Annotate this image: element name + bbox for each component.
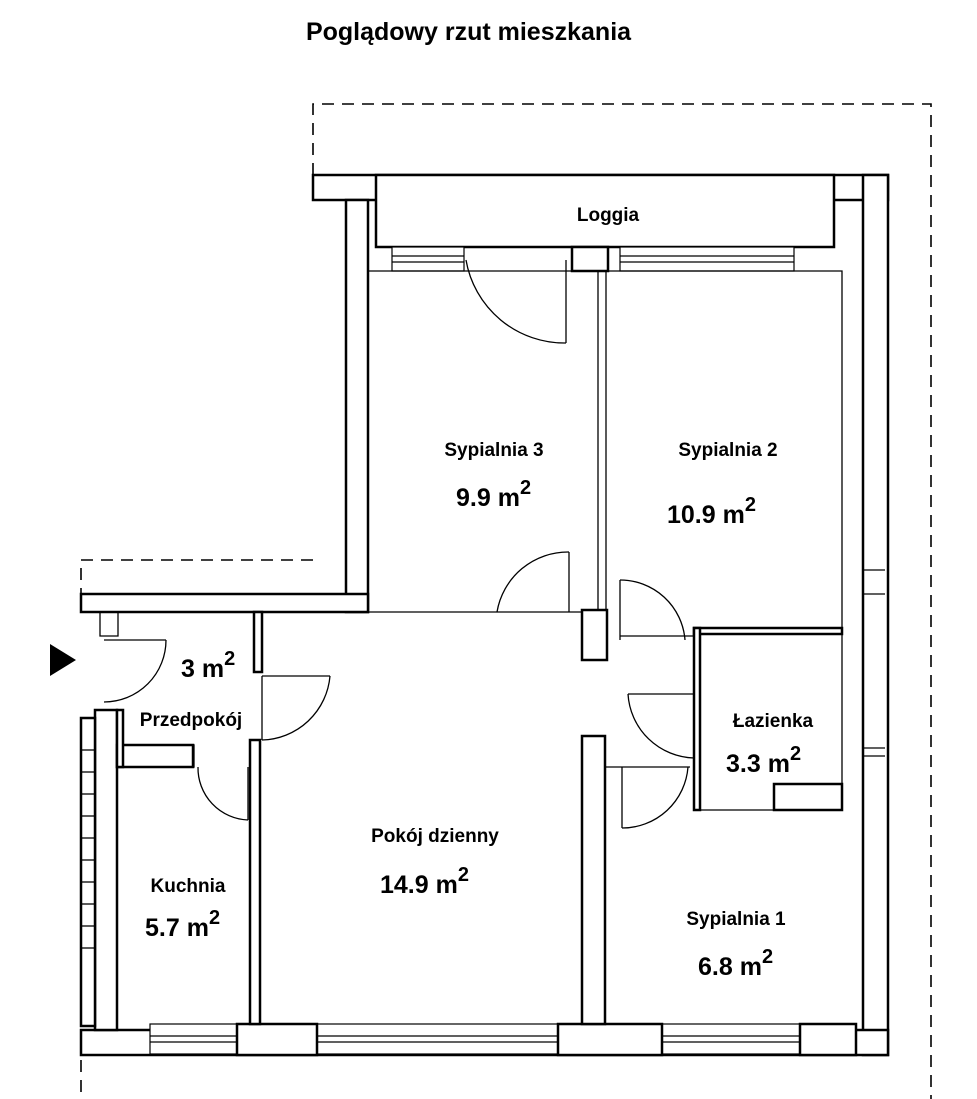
plan-title: Poglądowy rzut mieszkania bbox=[305, 18, 632, 46]
area-unit: m bbox=[768, 750, 790, 778]
dashed-boundary bbox=[80, 103, 932, 1099]
room-area-pokoj-dzienny: 14.9 m2 bbox=[380, 864, 469, 899]
room-area-kuchnia: 5.7 m2 bbox=[145, 907, 220, 942]
area-unit: m bbox=[723, 501, 745, 529]
room-area-sypialnia-1: 6.8 m2 bbox=[698, 946, 773, 981]
area-value: 5.7 bbox=[145, 914, 180, 942]
loggia bbox=[374, 173, 836, 249]
room-name-loggia: Loggia bbox=[577, 205, 640, 226]
kitchen-window bbox=[81, 749, 95, 949]
room-name-pokoj-dzienny: Pokój dzienny bbox=[371, 826, 499, 847]
interior-walls bbox=[115, 270, 844, 1026]
area-exponent: 2 bbox=[209, 907, 220, 929]
area-exponent: 2 bbox=[790, 743, 801, 765]
area-unit: m bbox=[498, 484, 520, 512]
room-name-lazienka: Łazienka bbox=[733, 711, 814, 732]
room-area-sypialnia-2: 10.9 m2 bbox=[667, 494, 756, 529]
area-value: 14.9 bbox=[380, 871, 429, 899]
doors bbox=[103, 259, 695, 829]
room-area-przedpokoj: 3 m2 bbox=[181, 648, 235, 683]
room-name-sypialnia-1: Sypialnia 1 bbox=[686, 909, 786, 930]
area-exponent: 2 bbox=[520, 477, 531, 499]
side-window-ticks bbox=[863, 569, 885, 757]
room-name-kuchnia: Kuchnia bbox=[151, 876, 226, 897]
area-exponent: 2 bbox=[458, 864, 469, 886]
area-value: 3 bbox=[181, 655, 195, 683]
area-value: 6.8 bbox=[698, 953, 733, 981]
room-name-sypialnia-2: Sypialnia 2 bbox=[678, 440, 777, 461]
area-unit: m bbox=[202, 655, 224, 683]
room-name-przedpokoj: Przedpokój bbox=[140, 710, 242, 731]
area-value: 9.9 bbox=[456, 484, 491, 512]
area-exponent: 2 bbox=[762, 946, 773, 968]
room-name-sypialnia-3: Sypialnia 3 bbox=[444, 440, 543, 461]
area-value: 10.9 bbox=[667, 501, 716, 529]
area-exponent: 2 bbox=[224, 648, 235, 670]
area-unit: m bbox=[436, 871, 458, 899]
room-area-sypialnia-3: 9.9 m2 bbox=[456, 477, 531, 512]
area-unit: m bbox=[740, 953, 762, 981]
windows bbox=[149, 245, 858, 1057]
entrance-arrow-icon bbox=[50, 644, 76, 676]
room-area-lazienka: 3.3 m2 bbox=[726, 743, 801, 778]
area-unit: m bbox=[187, 914, 209, 942]
area-exponent: 2 bbox=[745, 494, 756, 516]
area-value: 3.3 bbox=[726, 750, 761, 778]
